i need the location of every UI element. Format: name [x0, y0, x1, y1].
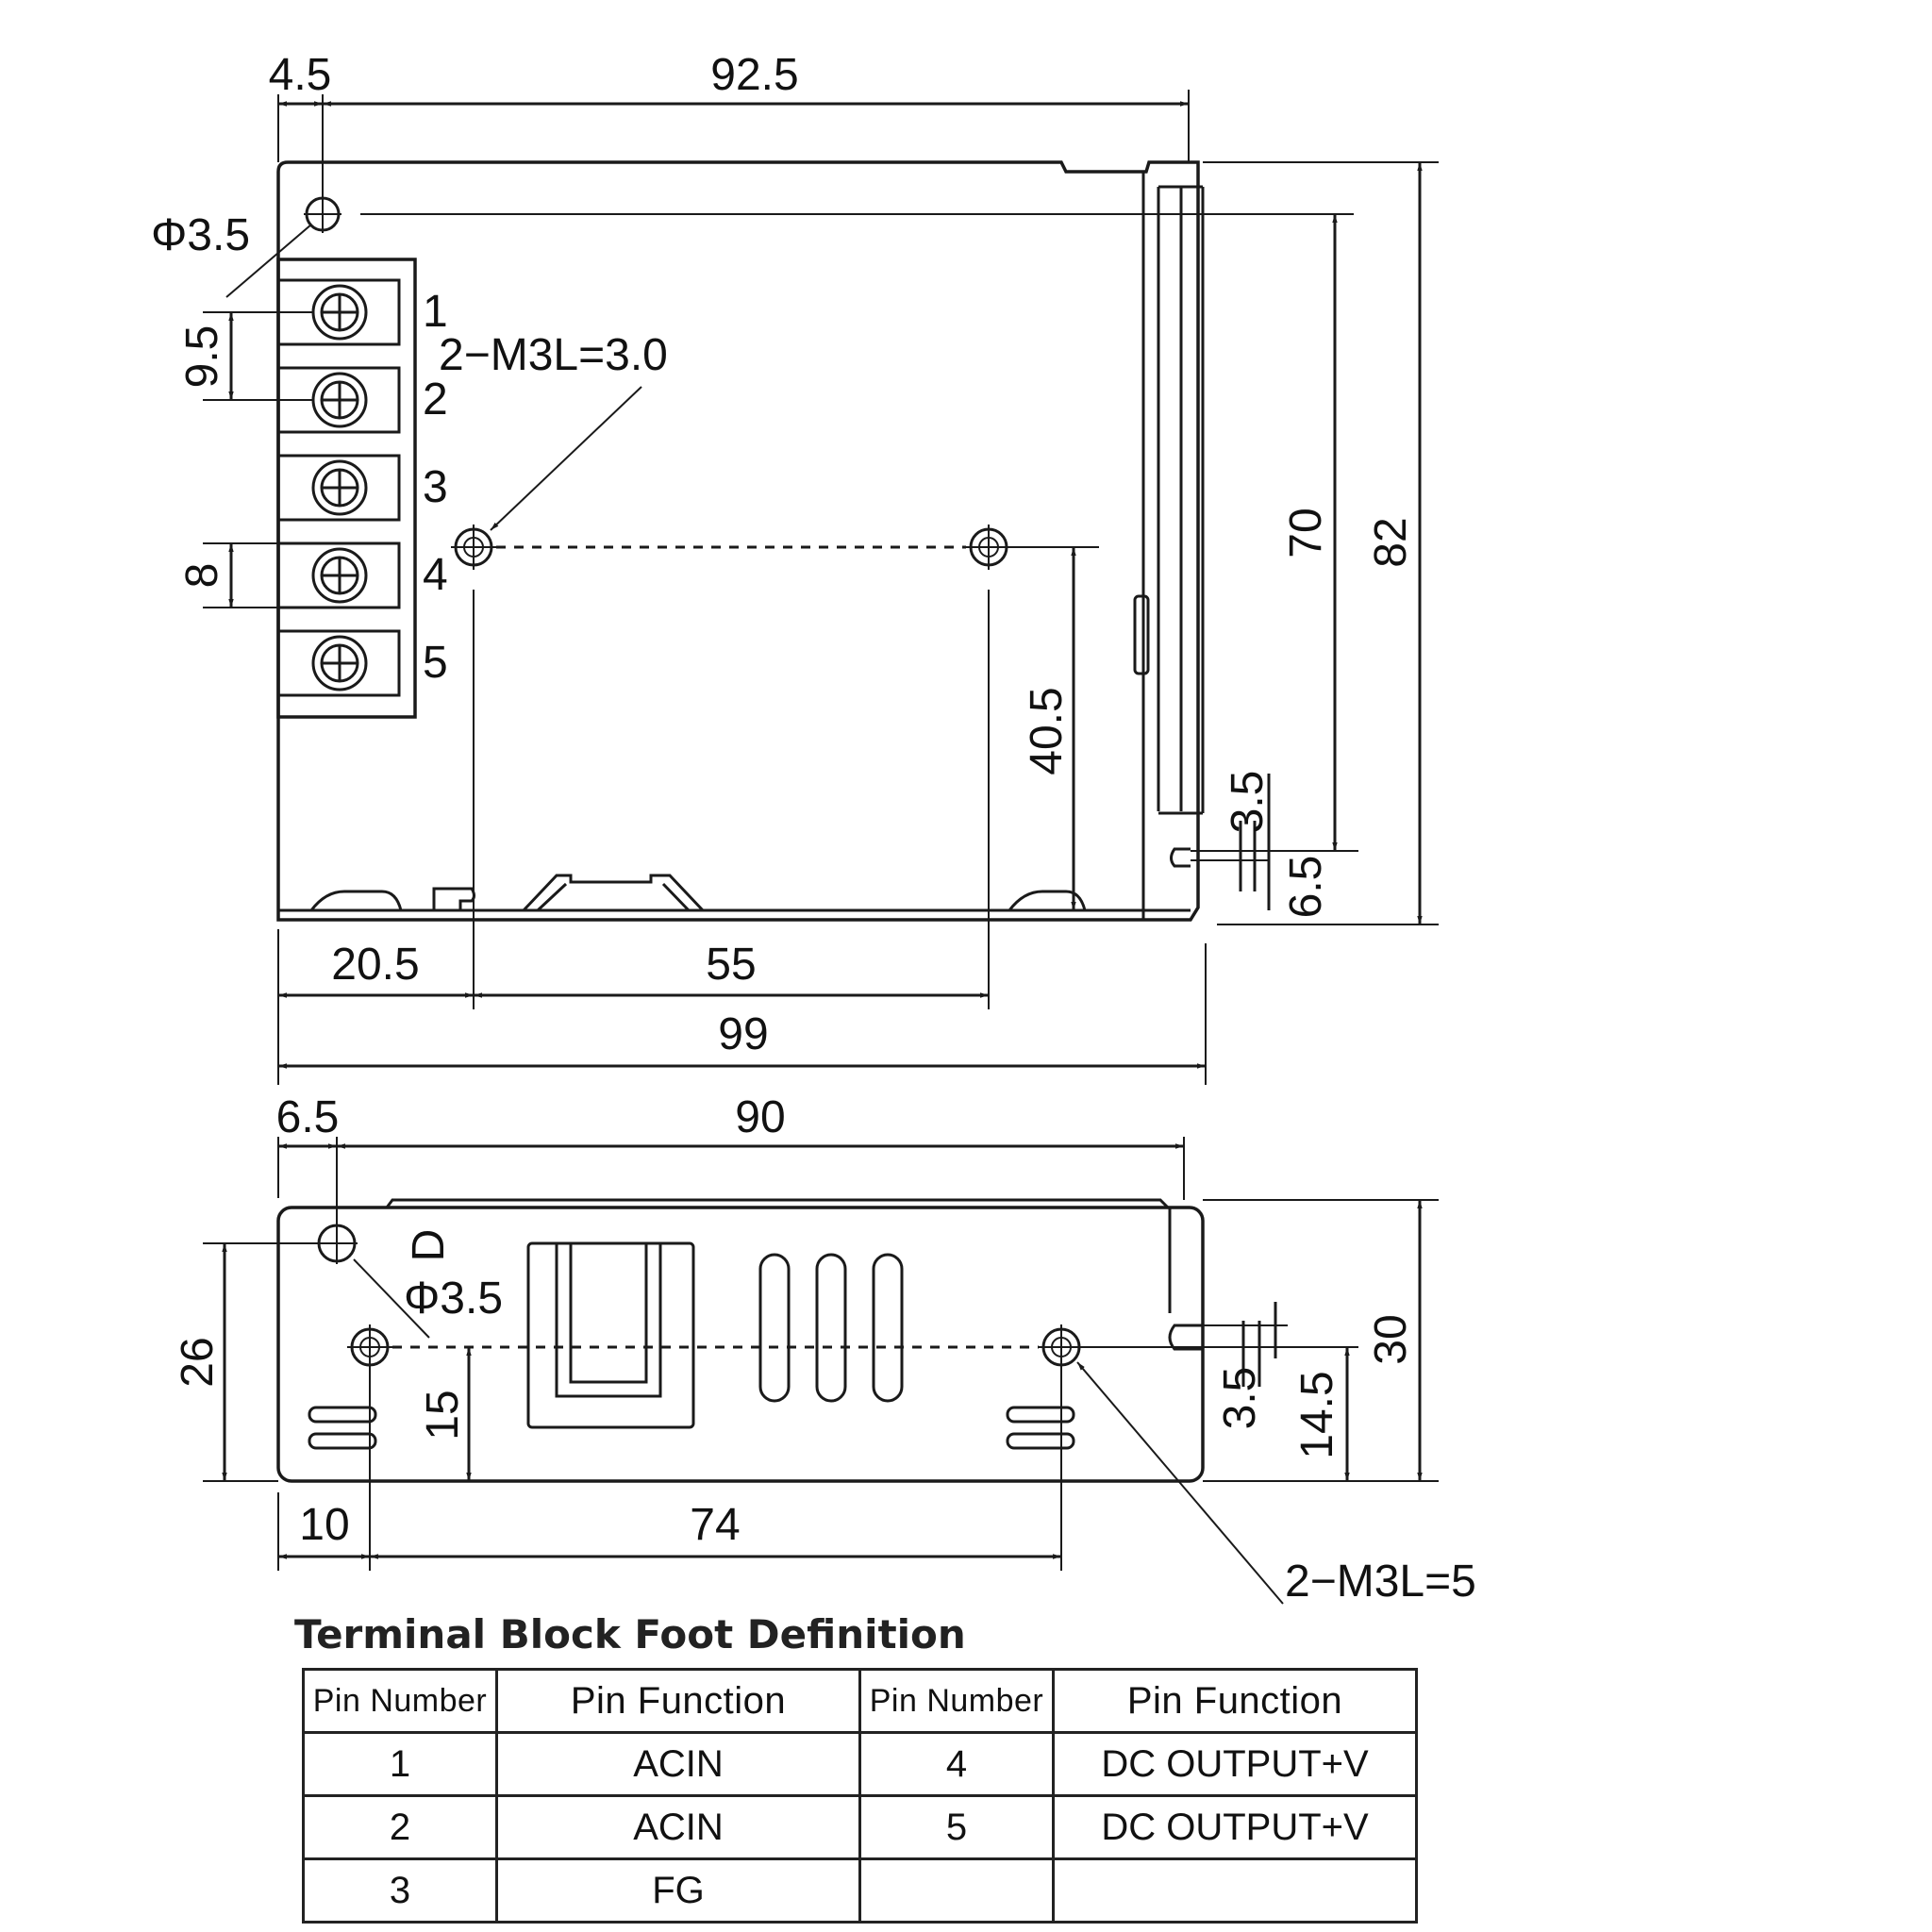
header-pin-function: Pin Function — [1052, 1668, 1418, 1734]
dim-20-5: 20.5 — [331, 940, 419, 990]
pin-function-cell: ACIN — [495, 1794, 861, 1860]
terminal-number: 4 — [423, 550, 448, 600]
foot-tab — [432, 887, 475, 910]
pin-number-cell: 2 — [302, 1794, 498, 1860]
small-slot — [308, 1432, 377, 1450]
foot-left — [309, 890, 403, 911]
vent-slot — [758, 1253, 791, 1403]
header-pin-function: Pin Function — [495, 1668, 861, 1734]
small-slot — [308, 1406, 377, 1424]
terminal-screw-icon — [311, 459, 368, 516]
side-view: 6.5 90 Φ3.5 D 26 15 3.5 14.5 30 10 74 2−… — [173, 1092, 1476, 1607]
mount-screw-label: 2−M3L=3.0 — [439, 330, 668, 380]
pin-function-cell: FG — [495, 1857, 861, 1924]
hole-diameter-label-side: Φ3.5 — [404, 1274, 503, 1324]
vent-slot — [872, 1253, 904, 1403]
terminal-screw-icon — [311, 372, 368, 428]
dim-30: 30 — [1366, 1314, 1416, 1364]
dim-74: 74 — [690, 1500, 740, 1550]
terminal-number: 3 — [423, 462, 448, 512]
foot-center — [522, 874, 705, 912]
dim-terminal-height: 8 — [177, 563, 227, 589]
side-slot — [1170, 847, 1191, 868]
small-slot — [1006, 1432, 1075, 1450]
side-slot — [1168, 1324, 1203, 1351]
small-slot — [1006, 1406, 1075, 1424]
table-row: 2 ACIN 5 DC OUTPUT+V — [302, 1794, 1418, 1860]
dim-4-5: 4.5 — [269, 50, 332, 100]
pin-number-cell: 5 — [858, 1794, 1055, 1860]
hole-diameter-label: Φ3.5 — [151, 210, 250, 260]
dim-92-5: 92.5 — [710, 50, 798, 100]
mount-hole-icon — [304, 195, 341, 233]
pin-definition-table: Pin Number Pin Function Pin Number Pin F… — [302, 1668, 1418, 1924]
pin-number-cell: 3 — [302, 1857, 498, 1924]
pin-function-cell — [1052, 1857, 1418, 1924]
dim-6-5-side: 6.5 — [276, 1092, 340, 1142]
dim-14-5: 14.5 — [1292, 1371, 1342, 1458]
voltage-switch — [526, 1241, 695, 1429]
dim-6-5-top: 6.5 — [1281, 856, 1331, 919]
mount-hole-icon — [966, 525, 1011, 570]
dim-3-5-side: 3.5 — [1215, 1367, 1265, 1430]
mount-hole-icon — [451, 525, 496, 570]
mount-hole-icon — [347, 1324, 392, 1370]
mount-hole-icon — [316, 1223, 358, 1264]
mount-screw-label-side: 2−M3L=5 — [1285, 1557, 1476, 1607]
table-row: 3 FG — [302, 1857, 1418, 1924]
dim-82: 82 — [1366, 517, 1416, 567]
dim-90: 90 — [735, 1092, 785, 1142]
pin-number-cell — [858, 1857, 1055, 1924]
terminal-block: 1 2 3 4 5 — [276, 258, 448, 719]
dim-pitch: 9.5 — [177, 325, 227, 389]
dim-26: 26 — [173, 1337, 223, 1387]
dim-10: 10 — [299, 1500, 349, 1550]
header-pin-number: Pin Number — [302, 1668, 498, 1734]
table-title: Terminal Block Foot Definition — [294, 1611, 966, 1657]
pin-number-cell: 4 — [858, 1731, 1055, 1797]
pin-number-cell: 1 — [302, 1731, 498, 1797]
mount-hole-icon — [1039, 1324, 1084, 1370]
pin-function-cell: DC OUTPUT+V — [1052, 1794, 1418, 1860]
dim-55: 55 — [706, 940, 756, 990]
table-row: 1 ACIN 4 DC OUTPUT+V — [302, 1731, 1418, 1797]
header-pin-number: Pin Number — [858, 1668, 1055, 1734]
top-view-outline — [276, 160, 1200, 922]
foot-right — [1008, 890, 1087, 911]
terminal-screw-icon — [311, 635, 368, 691]
terminal-number: 5 — [423, 638, 448, 688]
terminal-screw-icon — [311, 547, 368, 604]
dim-99: 99 — [718, 1009, 768, 1059]
table-header-row: Pin Number Pin Function Pin Number Pin F… — [302, 1668, 1418, 1734]
pin-function-cell: ACIN — [495, 1731, 861, 1797]
vent-slot — [815, 1253, 847, 1403]
side-view-outline — [276, 1206, 1205, 1483]
dim-15: 15 — [418, 1390, 468, 1440]
terminal-number: 2 — [423, 375, 448, 425]
dim-3-5-top: 3.5 — [1223, 771, 1273, 834]
dim-40-5: 40.5 — [1022, 687, 1072, 774]
pin-function-cell: DC OUTPUT+V — [1052, 1731, 1418, 1797]
dim-70: 70 — [1281, 508, 1331, 558]
top-view: 1 2 3 4 5 4.5 — [151, 50, 1439, 1085]
terminal-screw-icon — [311, 284, 368, 341]
hole-marker-label: D — [404, 1229, 454, 1262]
terminal-number: 1 — [423, 287, 448, 337]
